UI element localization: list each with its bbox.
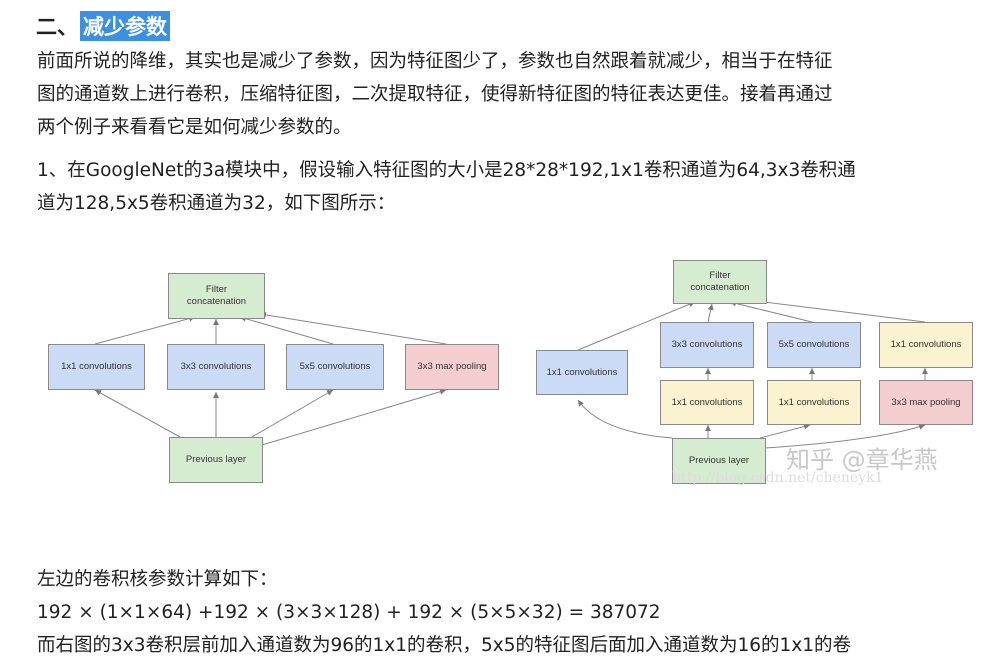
- heading-prefix: 二、: [36, 15, 78, 39]
- text-line: 左边的卷积核参数计算如下：: [37, 569, 278, 590]
- left-conv5-box: 5x5 convolutions: [286, 344, 384, 390]
- section-heading: 二、减少参数: [36, 8, 170, 44]
- right-maxpool-box: 3x3 max pooling: [879, 380, 973, 425]
- right-conv1-after-pool-box: 1x1 convolutions: [879, 322, 973, 368]
- right-previous-layer-box: Previous layer: [672, 438, 766, 484]
- formula-line: 192 × (1×1×64) +192 × (3×3×128) + 192 × …: [37, 602, 661, 623]
- text-line: 而右图的3x3卷积层前加入通道数为96的1x1的卷积，5x5的特征图后面加入通道…: [37, 635, 852, 656]
- watermark-zhihu: 知乎 @章华燕: [786, 446, 938, 474]
- right-conv1-box: 1x1 convolutions: [536, 350, 628, 395]
- text-line: 前面所说的降维，其实也是减少了参数，因为特征图少了，参数也自然跟着就减少，相当于…: [37, 51, 833, 72]
- left-conv1-box: 1x1 convolutions: [48, 344, 145, 390]
- left-conv3-box: 3x3 convolutions: [167, 344, 265, 390]
- paragraph-calculation: 左边的卷积核参数计算如下： 192 × (1×1×64) +192 × (3×3…: [37, 563, 987, 662]
- right-conv5-box: 5x5 convolutions: [767, 322, 861, 368]
- text-line: 两个例子来看看它是如何减少参数的。: [37, 117, 352, 138]
- paragraph-intro: 前面所说的降维，其实也是减少了参数，因为特征图少了，参数也自然跟着就减少，相当于…: [37, 45, 987, 144]
- left-previous-layer-box: Previous layer: [169, 437, 263, 483]
- right-conv3-box: 3x3 convolutions: [660, 322, 754, 368]
- text-line: 图的通道数上进行卷积，压缩特征图，二次提取特征，使得新特征图的特征表达更佳。接着…: [37, 84, 833, 105]
- left-filter-concat-box: Filter concatenation: [168, 273, 265, 319]
- text-line: 1、在GoogleNet的3a模块中，假设输入特征图的大小是28*28*192,…: [37, 160, 856, 181]
- paragraph-example: 1、在GoogleNet的3a模块中，假设输入特征图的大小是28*28*192,…: [37, 154, 987, 220]
- text-line: 道为128,5x5卷积通道为32，如下图所示：: [37, 193, 396, 214]
- watermark-url: http://blog.csdn.net/cheneyk1: [672, 470, 884, 486]
- left-maxpool-box: 3x3 max pooling: [405, 344, 499, 390]
- right-filter-concat-box: Filter concatenation: [673, 260, 767, 304]
- right-reduce5-box: 1x1 convolutions: [767, 380, 861, 425]
- right-reduce3-box: 1x1 convolutions: [660, 380, 754, 425]
- heading-highlighted-text[interactable]: 减少参数: [80, 11, 170, 41]
